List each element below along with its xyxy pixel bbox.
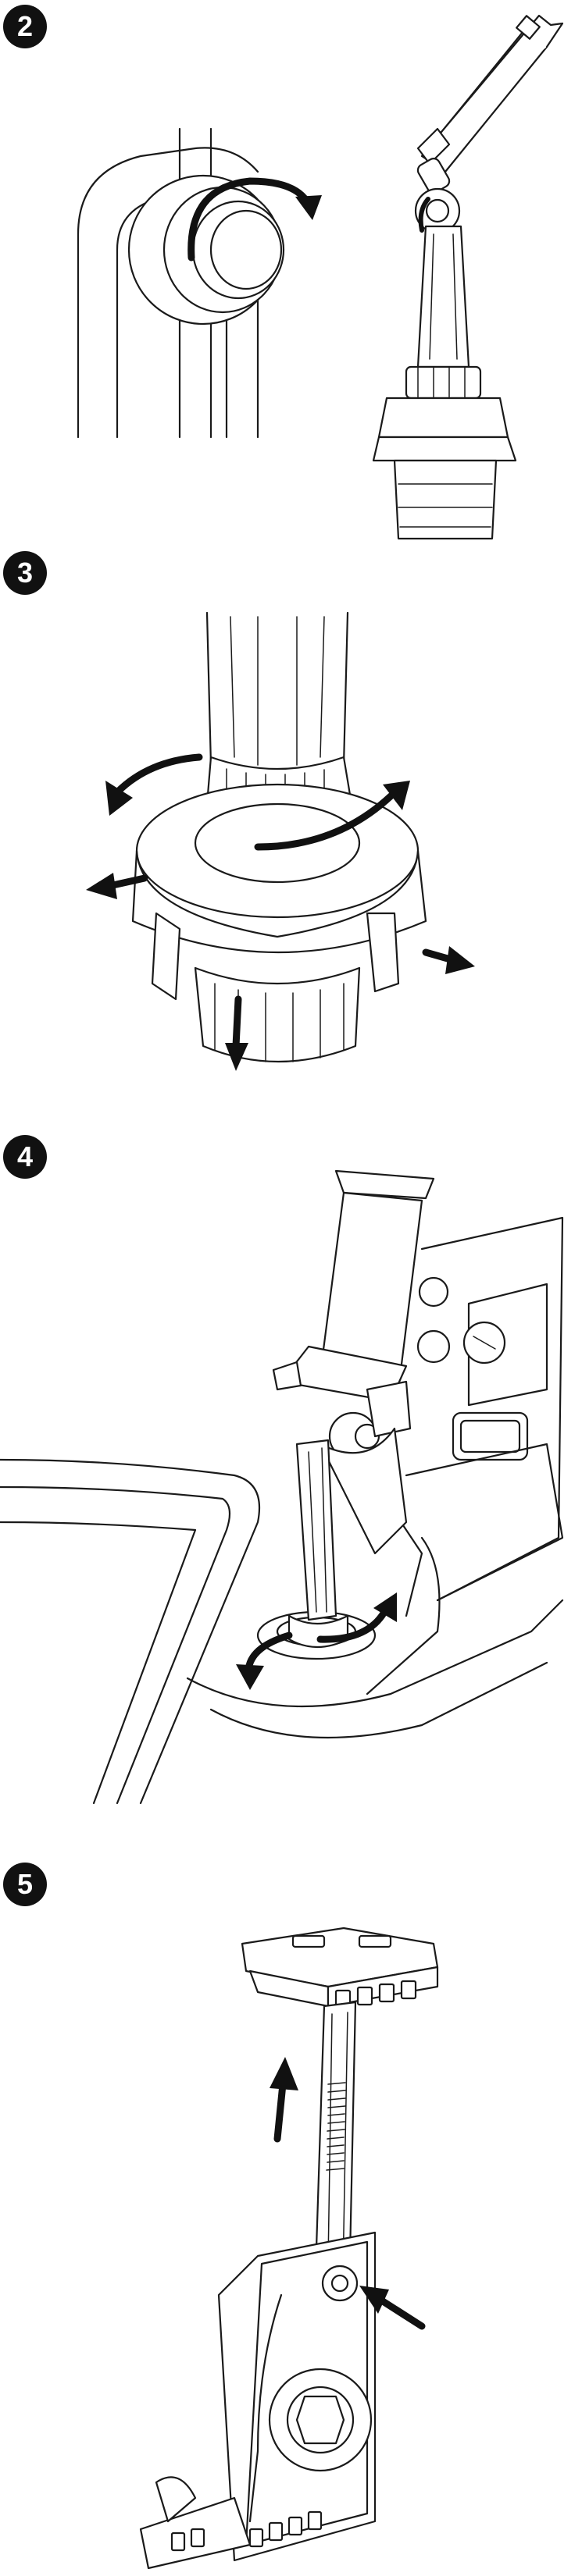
step-2-illustration <box>0 0 582 562</box>
car-interior <box>0 1218 562 1803</box>
mounted-holder <box>273 1171 434 1647</box>
step-5-illustration <box>0 1858 582 2576</box>
push-up-arrow-icon <box>270 2057 298 2139</box>
holder-arm <box>141 1928 437 2568</box>
assembled-mount <box>373 16 562 539</box>
step-3-illustration <box>0 546 582 1124</box>
step-3: 3 <box>0 546 582 1124</box>
step-2: 2 <box>0 0 582 562</box>
step-4: 4 <box>0 1132 582 1850</box>
knob-closeup <box>78 129 284 437</box>
cup-holder-base <box>133 613 426 1062</box>
step-5: 5 <box>0 1858 582 2576</box>
step-4-illustration <box>0 1132 582 1850</box>
